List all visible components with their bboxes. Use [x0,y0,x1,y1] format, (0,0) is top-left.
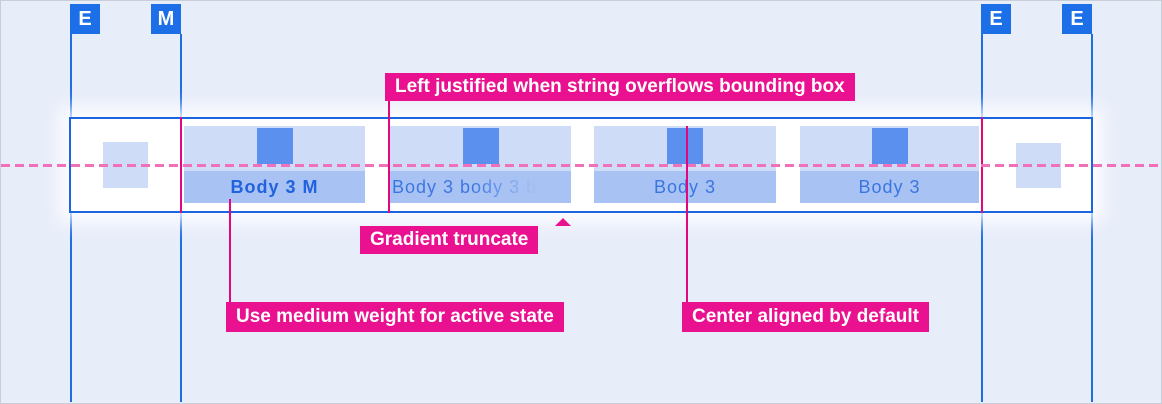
grid-marker-m-left: M [151,4,181,34]
grid-marker-e-right: E [1062,4,1092,34]
grid-line-edge-right [1091,34,1093,402]
tab-label-gradient-truncated: Body 3 body 3 b [392,177,538,197]
tab-hit-area [390,126,571,171]
annotation-gradient-truncate-text: Gradient truncate [370,229,529,250]
grid-marker-e-inner-right: E [981,4,1011,34]
tab-icon-placeholder [667,128,703,164]
grid-line-edge-left [70,34,72,402]
tab-icon-placeholder [462,128,499,164]
tab-hit-area [184,126,365,171]
tab-default-2[interactable]: Body 3 [800,126,979,203]
annotation-active-weight: Use medium weight for active state [226,302,564,332]
grid-line-margin-right [981,34,983,402]
tab-label-wrap: Body 3 body 3 b [390,171,571,203]
tab-label: Body 3 [594,171,776,203]
tab-label: Body 3 [800,171,979,203]
annotation-left-justified: Left justified when string overflows bou… [385,73,855,101]
annotation-gradient-truncate: Gradient truncate [360,218,571,254]
caret-up-pointer [555,218,571,226]
tab-truncated[interactable]: Body 3 body 3 b [390,126,571,203]
tab-hit-area [800,126,979,171]
grid-line-margin-left [180,34,182,402]
tab-active[interactable]: Body 3 M [184,126,365,203]
tab-icon-placeholder [256,128,293,164]
tab-hit-area [594,126,776,171]
tab-default-1[interactable]: Body 3 [594,126,776,203]
baseline-dashed-guide [1,164,1161,167]
annotation-center-aligned: Center aligned by default [682,302,929,332]
tab-icon-placeholder [871,128,908,164]
annotation-connector-center [686,126,688,302]
annotation-connector-active [229,199,231,302]
grid-marker-e-left: E [70,4,100,34]
tab-label: Body 3 M [184,171,365,203]
annotation-connector-overflow [388,101,390,213]
